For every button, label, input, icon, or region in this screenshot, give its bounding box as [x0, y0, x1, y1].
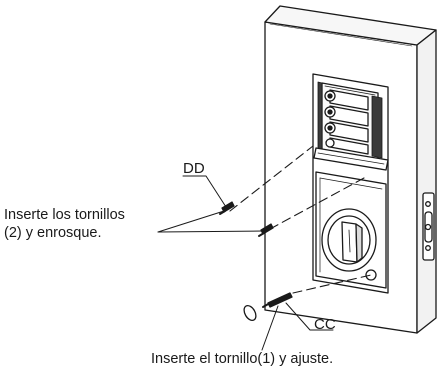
- thumbturn: [321, 208, 377, 272]
- instruction-two-screws-line2: (2) y enrosque.: [4, 225, 102, 241]
- screw-dd-upper: [219, 201, 235, 215]
- latch-faceplate: [422, 192, 435, 261]
- instruction-one-screw: Inserte el tornillo(1) y ajuste.: [151, 351, 334, 367]
- alignment-dashes: [229, 145, 372, 294]
- battery-holder: [324, 89, 369, 155]
- washer: [243, 304, 257, 322]
- label-dd: DD: [183, 160, 205, 177]
- screw-cc: [262, 292, 293, 308]
- screw-dd-lower: [258, 223, 274, 237]
- label-cc: CC: [314, 316, 336, 333]
- screw-hole: [365, 269, 377, 281]
- leader-lines: [157, 175, 334, 351]
- instruction-two-screws-line1: Inserte los tornillos: [4, 207, 125, 223]
